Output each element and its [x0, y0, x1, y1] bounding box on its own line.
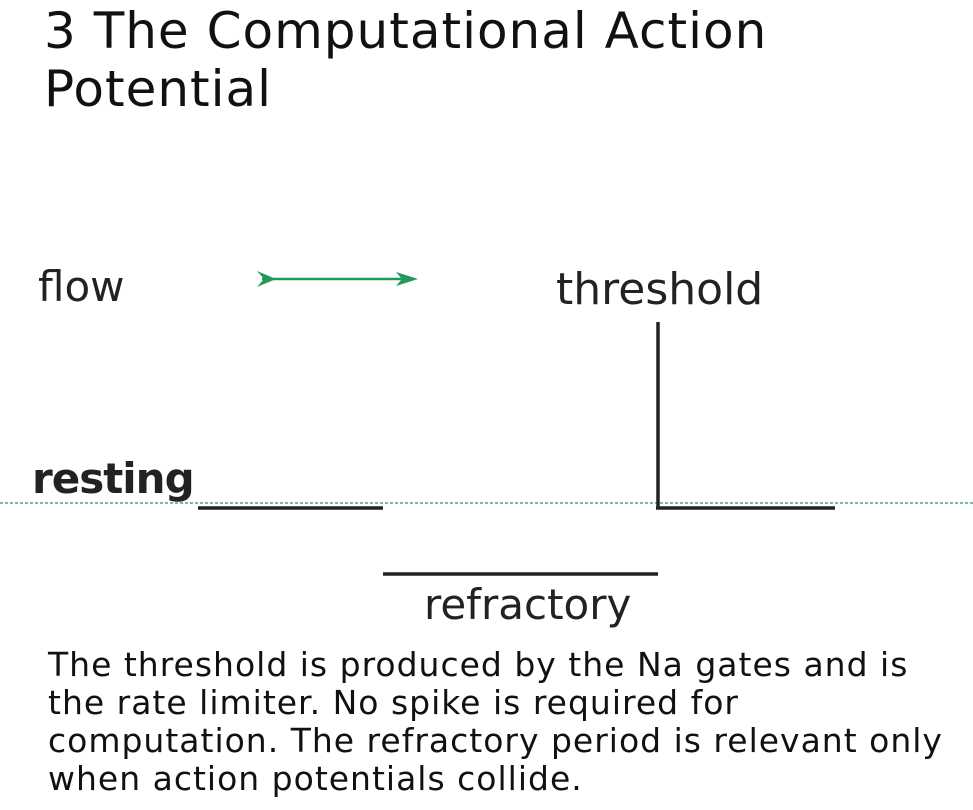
resting-label: resting	[32, 454, 195, 503]
flow-label: flow	[38, 262, 125, 311]
refractory-label: refractory	[424, 580, 632, 629]
threshold-label: threshold	[556, 264, 764, 315]
flow-arrow-head	[396, 272, 418, 286]
caption-text: The threshold is produced by the Na gate…	[48, 645, 943, 798]
arrow-right-icon	[257, 271, 418, 287]
flow-arrow-tail	[257, 271, 276, 287]
page-title: 3 The Computational Action Potential	[44, 2, 768, 118]
